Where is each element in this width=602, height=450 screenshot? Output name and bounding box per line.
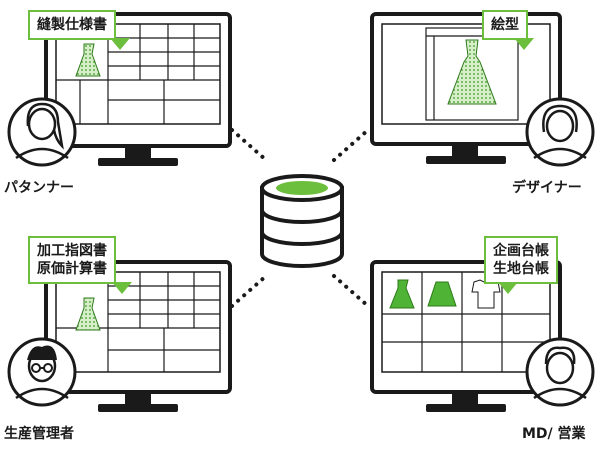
spec-sheet-table xyxy=(56,24,220,124)
bubble-tail xyxy=(110,38,130,50)
production-manager-label: 生産管理者 xyxy=(4,426,74,442)
production-doc-label-1: 加工指図書 xyxy=(37,243,107,259)
md-sales-avatar xyxy=(525,337,595,407)
dress-sketch-icon xyxy=(75,297,101,331)
monitor-md-sales xyxy=(370,260,562,412)
designer-avatar xyxy=(525,97,595,167)
md-sales-doc-bubble: 企画台帳 生地台帳 xyxy=(484,236,558,284)
patterner-label: パタンナー xyxy=(4,180,74,196)
dress-drawing-icon xyxy=(447,39,497,105)
dress-sketch-icon xyxy=(75,43,101,77)
production-manager-avatar xyxy=(7,337,77,407)
production-table xyxy=(56,272,220,372)
skirt-icon xyxy=(427,281,457,307)
monitor-production xyxy=(44,260,232,412)
bubble-tail xyxy=(112,282,132,294)
md-sales-doc-label-2: 生地台帳 xyxy=(493,261,549,277)
designer-label: デザイナー xyxy=(512,180,582,196)
md-sales-doc-label-1: 企画台帳 xyxy=(493,243,549,259)
dress-icon xyxy=(389,279,415,309)
designer-doc-label: 絵型 xyxy=(491,17,519,33)
connector-lines xyxy=(230,128,370,308)
bubble-tail xyxy=(514,38,534,50)
patterner-doc-bubble: 縫製仕様書 xyxy=(28,10,116,40)
ledger-grid xyxy=(382,272,550,372)
patterner-avatar xyxy=(7,97,77,167)
bubble-tail xyxy=(498,282,518,294)
designer-doc-bubble: 絵型 xyxy=(482,10,528,40)
production-doc-bubble: 加工指図書 原価計算書 xyxy=(28,236,116,284)
md-sales-label: MD/ 営業 xyxy=(522,426,586,442)
production-doc-label-2: 原価計算書 xyxy=(37,261,107,277)
patterner-doc-label: 縫製仕様書 xyxy=(37,17,107,33)
database-icon xyxy=(260,174,344,268)
